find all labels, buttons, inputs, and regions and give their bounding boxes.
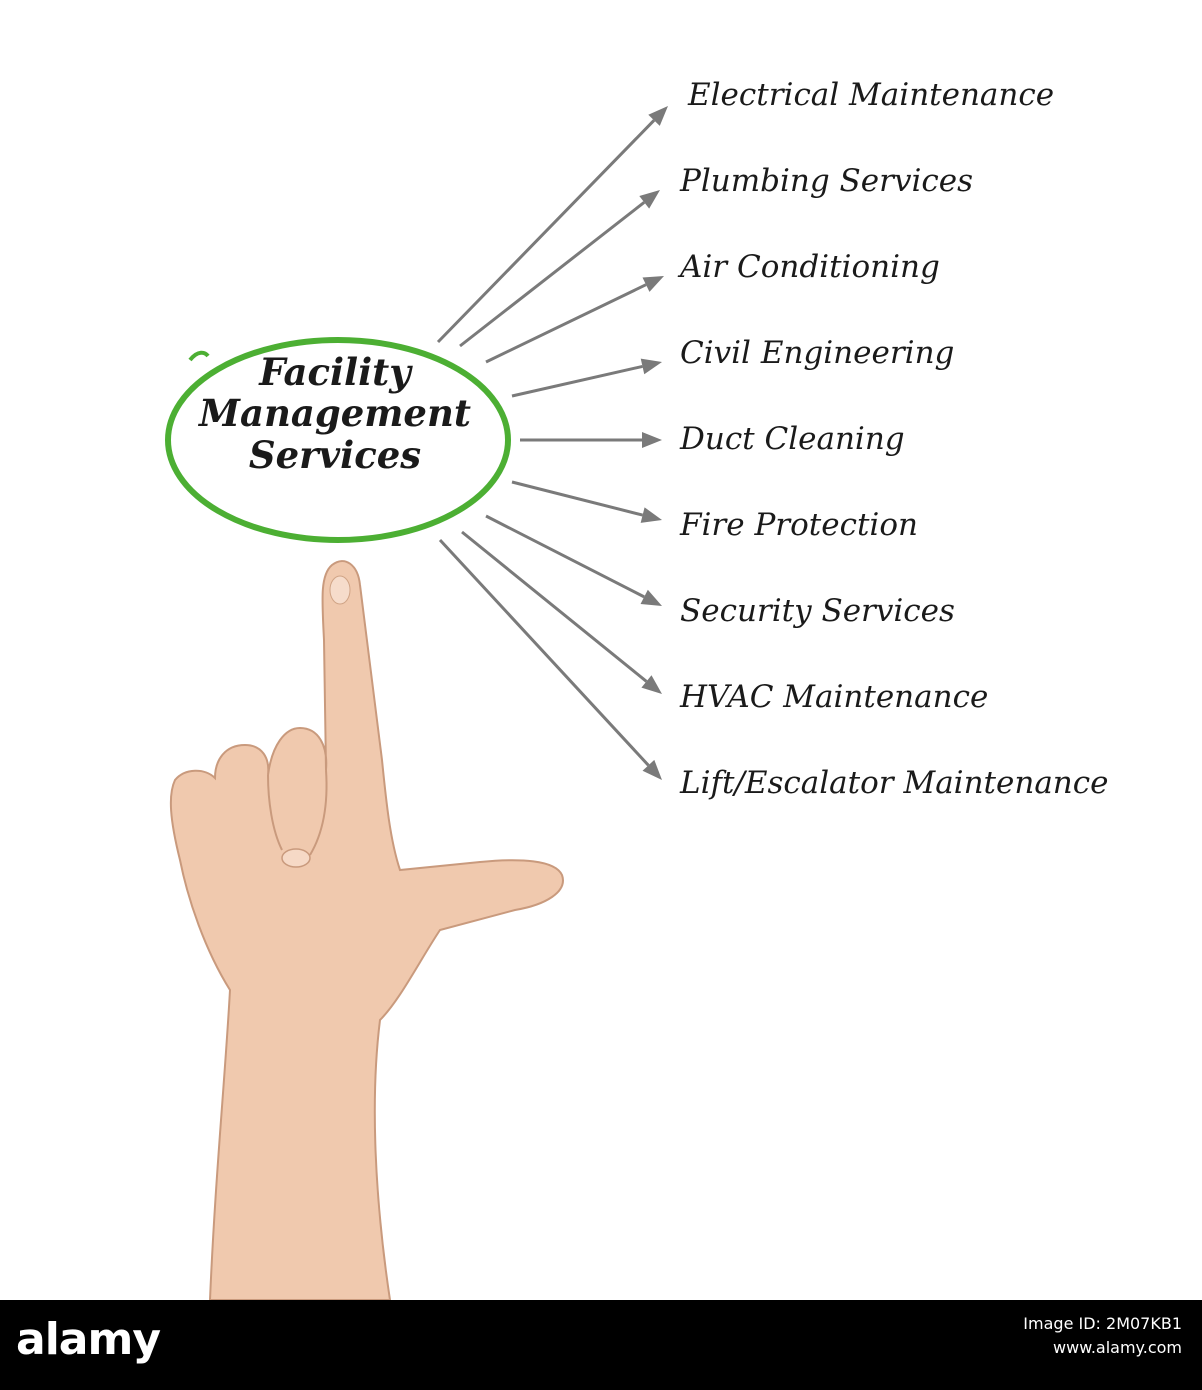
arrow-line [438, 538, 650, 767]
arrow-head [642, 759, 662, 780]
service-item-label: HVAC Maintenance [680, 679, 989, 715]
center-title-line: Management [199, 391, 471, 436]
diagram-canvas [165, 106, 668, 1300]
arrow-group [436, 106, 668, 780]
arrow-head [641, 675, 662, 694]
center-title-line: Facility [259, 350, 411, 394]
arrow-line [461, 530, 648, 683]
service-item-label: Duct Cleaning [680, 421, 905, 457]
watermark-bar [0, 1300, 1202, 1390]
watermark-info: Image ID: 2M07KB1 www.alamy.com [1023, 1312, 1182, 1360]
service-item-label: Plumbing Services [680, 163, 974, 199]
arrow-line [511, 480, 643, 517]
service-item-label: Lift/Escalator Maintenance [680, 765, 1109, 801]
arrow-head [639, 190, 660, 209]
arrow-line [459, 201, 646, 348]
arrow-line [485, 514, 645, 599]
arrow-head [648, 106, 668, 126]
image-id-text: Image ID: 2M07KB1 [1023, 1314, 1182, 1333]
arrow-head [642, 432, 662, 448]
center-title: Facility Management Services [170, 350, 500, 477]
arrow-line [485, 283, 647, 364]
arrow-line [436, 119, 656, 344]
arrow-head [640, 358, 662, 375]
arrow-head [642, 276, 664, 292]
service-item-label: Security Services [680, 593, 955, 629]
arrow-head [640, 589, 662, 606]
pointing-hand-illustration [169, 560, 564, 1300]
alamy-logo: alamy [16, 1314, 161, 1365]
ellipse-stroke-tail [188, 350, 210, 362]
center-title-line: Services [248, 432, 422, 477]
arrow-head [640, 507, 662, 523]
service-item-label: Civil Engineering [680, 335, 955, 371]
service-item-label: Electrical Maintenance [688, 77, 1055, 113]
service-item-label: Air Conditioning [680, 249, 940, 285]
site-url-text: www.alamy.com [1053, 1338, 1182, 1357]
center-ellipse [165, 337, 511, 543]
service-item-label: Fire Protection [680, 507, 918, 543]
arrow-line [511, 364, 643, 398]
